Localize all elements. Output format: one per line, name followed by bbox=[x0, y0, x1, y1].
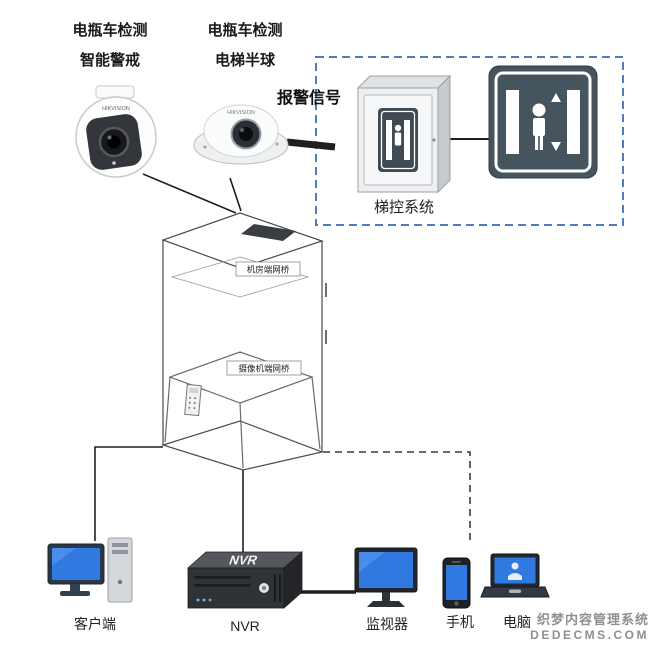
smartphone bbox=[442, 557, 471, 609]
pc-label: 电脑 bbox=[503, 614, 531, 630]
dome-camera-caption: 电瓶车检测 电梯半球 bbox=[190, 16, 300, 76]
dome-camera-caption-line2: 电梯半球 bbox=[214, 52, 275, 69]
nvr-front bbox=[187, 567, 285, 609]
camera-led bbox=[112, 161, 116, 165]
elevator-sign bbox=[488, 65, 598, 179]
car-right-edge bbox=[311, 376, 321, 450]
nvr-device-text: NVR bbox=[227, 553, 260, 568]
nvr-side bbox=[283, 551, 303, 609]
elevator-control-system-label: 梯控系统 bbox=[373, 199, 434, 216]
watermark: 织梦内容管理系统 DEDECMS.COM bbox=[530, 609, 649, 642]
nvr-device: NVR bbox=[186, 551, 304, 609]
line-turret-to-elevator bbox=[142, 173, 237, 214]
sign-person bbox=[532, 103, 546, 117]
line-elevator-to-mobile-dashed bbox=[323, 451, 471, 540]
turret-camera-caption-line1: 电瓶车检测 bbox=[72, 22, 148, 39]
monitor-label: 监视器 bbox=[366, 616, 408, 632]
connection-lines bbox=[94, 138, 491, 594]
display-monitor bbox=[354, 547, 418, 607]
car-left-edge bbox=[164, 376, 171, 443]
camera-brand-text: HIKVISION bbox=[102, 106, 130, 112]
nvr-label: NVR bbox=[230, 618, 260, 634]
car-bridge-label: 摄像机端网桥 bbox=[238, 364, 290, 374]
watermark-line2: DEDECMS.COM bbox=[530, 628, 649, 642]
control-cabinet bbox=[356, 74, 452, 194]
sign-up-arrow bbox=[551, 93, 561, 102]
watermark-line1: 织梦内容管理系统 bbox=[536, 612, 649, 627]
client-tower bbox=[107, 537, 133, 603]
client-label: 客户端 bbox=[74, 616, 116, 632]
cabinet-side bbox=[437, 74, 451, 194]
turret-camera: HIKVISION bbox=[75, 85, 157, 178]
cabinet-top bbox=[356, 75, 452, 89]
phone-screen bbox=[446, 565, 467, 600]
turret-camera-caption-line2: 智能警戒 bbox=[79, 52, 140, 69]
machine-room-bridge: 机房端网桥 bbox=[235, 261, 301, 277]
ceiling-vent bbox=[241, 224, 296, 241]
camera-mount bbox=[95, 85, 135, 99]
line-alarm-signal bbox=[286, 138, 336, 151]
turret-camera-caption: 电瓶车检测 智能警戒 bbox=[55, 16, 165, 76]
machine-room-bridge-label: 机房端网桥 bbox=[247, 265, 290, 275]
car-bridge: 摄像机端网桥 bbox=[226, 360, 302, 376]
client-computer bbox=[47, 537, 133, 603]
sign-door-right bbox=[567, 90, 580, 154]
sign-down-arrow bbox=[551, 142, 561, 151]
car-front-edge bbox=[239, 402, 244, 469]
sign-door-left bbox=[506, 90, 519, 154]
car-control-panel bbox=[184, 383, 202, 417]
dome-camera: HIKVISION bbox=[193, 104, 289, 165]
car-floor bbox=[160, 420, 325, 471]
dome-camera-caption-line1: 电瓶车检测 bbox=[207, 22, 283, 39]
camera-brand-text: HIKVISION bbox=[227, 110, 255, 116]
laptop bbox=[480, 553, 550, 598]
line-elevator-to-client bbox=[94, 446, 163, 541]
elevator-shaft bbox=[160, 212, 327, 471]
cabinet-handle bbox=[432, 138, 436, 142]
cabinet-elevator-pictogram bbox=[378, 108, 418, 172]
shaft-top-face bbox=[161, 212, 324, 269]
alarm-signal-label: 报警信号 bbox=[277, 90, 342, 107]
line-dome-to-elevator bbox=[229, 177, 242, 212]
phone-label: 手机 bbox=[446, 614, 474, 630]
alarm-dashed-box bbox=[315, 56, 624, 226]
